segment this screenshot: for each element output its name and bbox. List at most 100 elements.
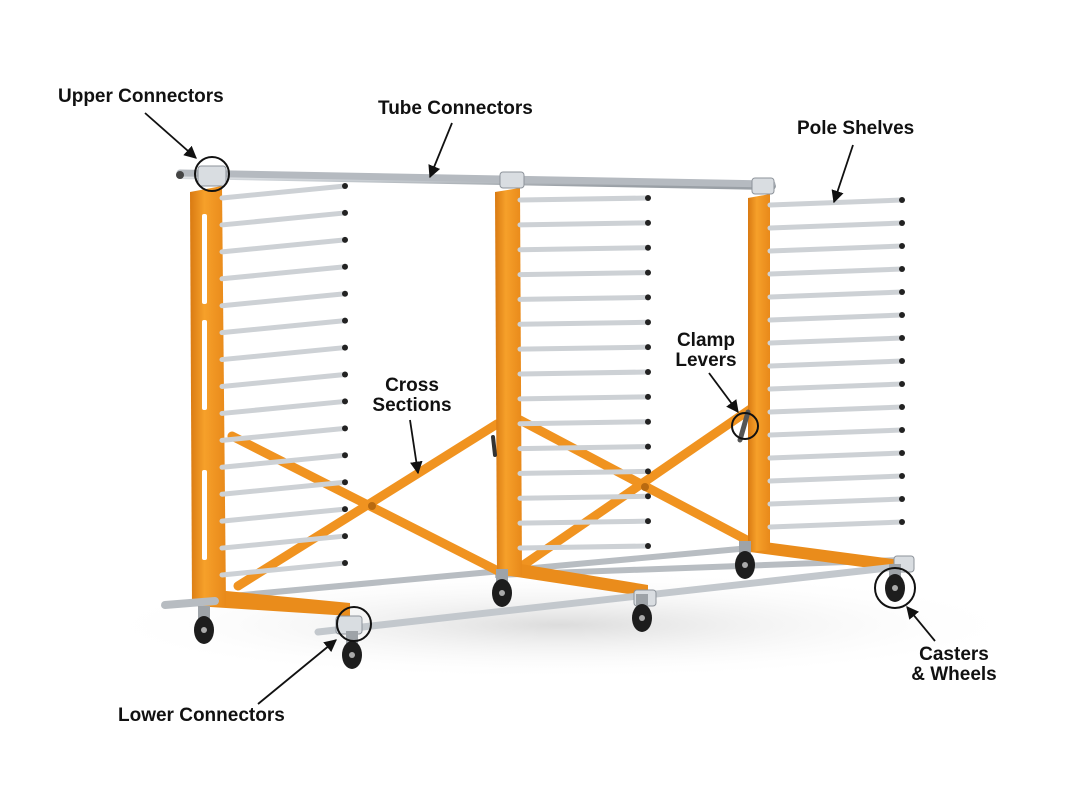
pole-shelf (219, 452, 348, 470)
pole-shelf (219, 506, 348, 524)
pole-end (645, 418, 651, 425)
pole-shelf (767, 197, 905, 208)
label-cross-sections: Cross Sections (372, 375, 452, 416)
pole-end (342, 183, 348, 189)
pole-end (342, 371, 348, 378)
pole-end (342, 560, 348, 566)
pole-shelf (767, 381, 905, 392)
pole-shelf (219, 237, 348, 255)
pole-shelf (219, 345, 348, 363)
pole-end (342, 317, 348, 324)
pole-end (342, 506, 348, 513)
pole-shelf (219, 291, 348, 309)
pole-end (899, 335, 905, 341)
pole-shelf (767, 427, 905, 438)
frame-feet (195, 540, 900, 616)
pole-end (645, 518, 651, 525)
pole-end (645, 269, 651, 276)
casters-wheels (194, 541, 905, 669)
pole-end (899, 243, 905, 249)
pole-end (645, 195, 651, 201)
floor-shadow (90, 570, 1030, 680)
clamp-lever-icon (491, 409, 751, 457)
label-pole-shelves: Pole Shelves (797, 118, 915, 139)
pole-shelf (767, 450, 905, 461)
pole-end (899, 381, 905, 387)
pole-end (645, 344, 651, 351)
pole-end (342, 479, 348, 486)
pole-shelf (517, 518, 651, 526)
pole-shelf (767, 243, 905, 254)
pole-shelf (517, 220, 651, 228)
pole-end (645, 493, 651, 500)
pole-shelf (219, 183, 348, 201)
pole-end (899, 266, 905, 272)
top-tube (176, 165, 776, 195)
pole-end (899, 312, 905, 318)
pole-end (645, 443, 651, 450)
pole-end (645, 294, 651, 301)
label-upper-connectors: Upper Connectors (58, 86, 224, 107)
pole-end (342, 533, 348, 540)
pole-end (899, 427, 905, 433)
pole-shelf (767, 358, 905, 369)
pole-shelf (767, 519, 905, 530)
caster-stem (739, 541, 751, 555)
pole-end (899, 289, 905, 295)
pole-end (342, 425, 348, 432)
pole-end (899, 404, 905, 410)
pole-end (899, 519, 905, 525)
pole-end (342, 452, 348, 459)
pole-shelf (767, 266, 905, 277)
label-tube-connectors: Tube Connectors (378, 98, 533, 119)
pole-end (899, 473, 905, 479)
frame-uprights (190, 186, 770, 606)
pole-shelf (517, 543, 651, 551)
pole-shelf (517, 468, 651, 476)
caster-hub (349, 652, 355, 658)
pole-shelf (517, 493, 651, 501)
pole-shelf (517, 419, 651, 427)
pole-shelf (767, 473, 905, 484)
pole-shelf (767, 404, 905, 415)
pole-end (342, 344, 348, 351)
pole-end (645, 393, 651, 400)
pole-shelf (517, 294, 651, 302)
pole-shelf (517, 270, 651, 278)
caster-hub (742, 562, 748, 568)
caster-hub (639, 615, 645, 621)
pole-shelves (219, 183, 905, 578)
pole-shelf (219, 398, 348, 416)
pole-end (899, 220, 905, 226)
pole-end (899, 358, 905, 364)
caster-stem (636, 594, 648, 608)
pole-end (645, 369, 651, 375)
pole-end (342, 398, 348, 405)
caster-stem (496, 569, 508, 583)
pole-end (342, 290, 348, 297)
caster-hub (201, 627, 207, 633)
pole-shelf (767, 335, 905, 346)
annotation-circles (194, 156, 916, 642)
pole-shelf (219, 479, 348, 497)
pole-shelf (219, 372, 348, 389)
annotation-arrows (144, 112, 936, 705)
caster-stem (198, 606, 210, 620)
pole-shelf (219, 264, 348, 282)
cross-sections (227, 403, 765, 591)
pole-end (645, 244, 651, 251)
pole-end (342, 263, 348, 270)
label-casters-wheels: Casters & Wheels (911, 644, 997, 685)
pole-end (899, 496, 905, 502)
pole-end (899, 450, 905, 456)
pole-shelf (219, 318, 348, 336)
pole-shelf (517, 444, 651, 452)
pole-shelf (517, 394, 651, 402)
pole-shelf (219, 533, 348, 551)
pole-shelf (767, 496, 905, 507)
pole-shelf (767, 220, 905, 231)
pole-shelf (517, 344, 651, 352)
caster-hub (499, 590, 505, 596)
pole-shelf (219, 425, 348, 443)
pole-end (899, 197, 905, 203)
